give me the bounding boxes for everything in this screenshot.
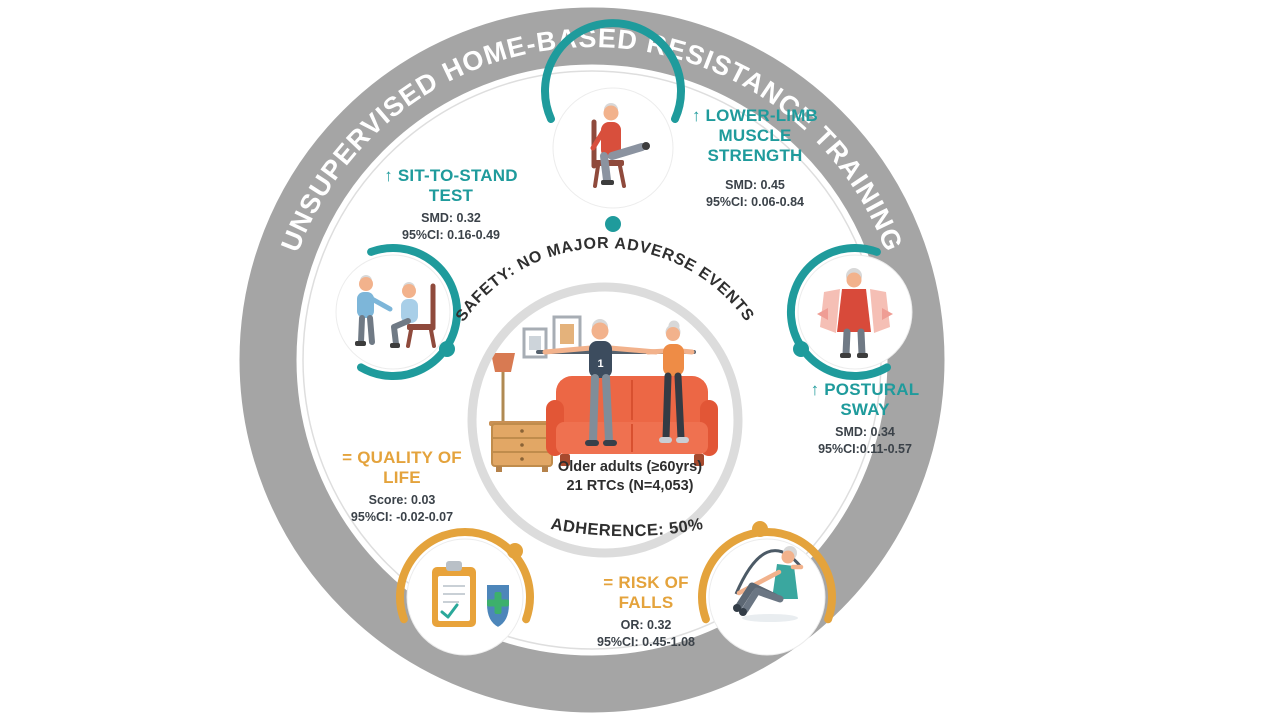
sit-to-stand-dot — [439, 341, 455, 357]
shirt-number: 1 — [597, 358, 603, 370]
outcome-sit-to-stand-label: ↑ SIT-TO-STAND TEST — [384, 166, 518, 206]
outcome-risk-of-falls: = RISK OF FALLS OR: 0.32 95%CI: 0.45-1.0… — [586, 573, 706, 651]
center-circle-ring — [467, 282, 743, 558]
outcome-risk-of-falls-stat2: 95%CI: 0.45-1.08 — [597, 634, 695, 649]
outcome-quality-of-life-label: = QUALITY OF LIFE — [342, 448, 462, 488]
population-line1: Older adults (≥60yrs) — [558, 459, 702, 475]
outcome-quality-of-life-stat2: 95%CI: -0.02-0.07 — [350, 509, 454, 524]
risk-of-falls-icon — [733, 546, 804, 622]
outcome-risk-of-falls-stats: OR: 0.32 95%CI: 0.45-1.08 — [586, 617, 706, 651]
outcome-lower-limb-stat2: 95%CI: 0.06-0.84 — [706, 195, 804, 210]
quality-of-life-arc — [396, 528, 534, 624]
outcome-postural-sway-stats: SMD: 0.34 95%CI:0.11-0.57 — [795, 424, 935, 458]
sway-right-arrow-icon — [882, 308, 893, 320]
dresser — [489, 421, 555, 472]
satellite-lower-limb — [541, 19, 685, 232]
population-line2: 21 RTCs (N=4,053) — [567, 478, 694, 494]
outcome-sit-to-stand-stat2: 95%CI: 0.16-0.49 — [402, 227, 500, 242]
sway-left-arrow-icon — [817, 308, 828, 320]
outcome-postural-sway: ↑ POSTURAL SWAY SMD: 0.34 95%CI:0.11-0.5… — [795, 380, 935, 458]
home-scene-illustration: 1 — [489, 315, 718, 472]
sit-to-stand-arc — [357, 244, 462, 381]
older-man-figure: 1 — [542, 319, 659, 446]
postural-sway-arc — [786, 244, 891, 381]
outcome-sit-to-stand-stats: SMD: 0.32 95%CI: 0.16-0.49 — [376, 210, 526, 244]
outcome-postural-sway-stat1: SMD: 0.34 — [835, 425, 895, 440]
outcome-quality-of-life: = QUALITY OF LIFE Score: 0.03 95%CI: -0.… — [327, 448, 477, 526]
sit-to-stand-icon — [355, 275, 436, 348]
postural-sway-icon — [817, 268, 893, 358]
outcome-risk-of-falls-label: = RISK OF FALLS — [603, 573, 689, 613]
outcome-lower-limb-label: ↑ LOWER-LIMB MUSCLE STRENGTH — [691, 106, 819, 166]
satellite-postural-sway — [786, 244, 913, 381]
risk-of-falls-dot — [752, 521, 768, 537]
outcome-risk-of-falls-stat1: OR: 0.32 — [620, 618, 672, 633]
outcome-quality-of-life-stat1: Score: 0.03 — [368, 493, 436, 508]
postural-sway-dot — [793, 341, 809, 357]
outcome-postural-sway-stat2: 95%CI:0.11-0.57 — [818, 441, 912, 456]
outcome-lower-limb-strength: ↑ LOWER-LIMB MUSCLE STRENGTH SMD: 0.45 9… — [680, 106, 830, 211]
outcome-sit-to-stand-stat1: SMD: 0.32 — [421, 211, 481, 226]
couch — [546, 376, 718, 466]
outcome-sit-to-stand: ↑ SIT-TO-STAND TEST SMD: 0.32 95%CI: 0.1… — [376, 166, 526, 244]
outcome-quality-of-life-stats: Score: 0.03 95%CI: -0.02-0.07 — [327, 492, 477, 526]
satellite-quality-of-life — [396, 528, 534, 656]
older-woman-figure — [645, 320, 695, 443]
lower-limb-arc — [541, 19, 685, 123]
satellite-risk-of-falls — [698, 521, 836, 656]
outcome-lower-limb-stats: SMD: 0.45 95%CI: 0.06-0.84 — [680, 177, 830, 211]
satellite-sit-to-stand — [335, 244, 462, 381]
outcome-postural-sway-label: ↑ POSTURAL SWAY — [810, 380, 920, 420]
quality-of-life-dot — [507, 543, 523, 559]
quality-of-life-icon — [432, 561, 511, 630]
outer-ring — [239, 7, 945, 713]
lower-limb-dot — [605, 216, 621, 232]
outcome-lower-limb-stat1: SMD: 0.45 — [725, 178, 785, 193]
lower-limb-strength-icon — [590, 103, 650, 188]
